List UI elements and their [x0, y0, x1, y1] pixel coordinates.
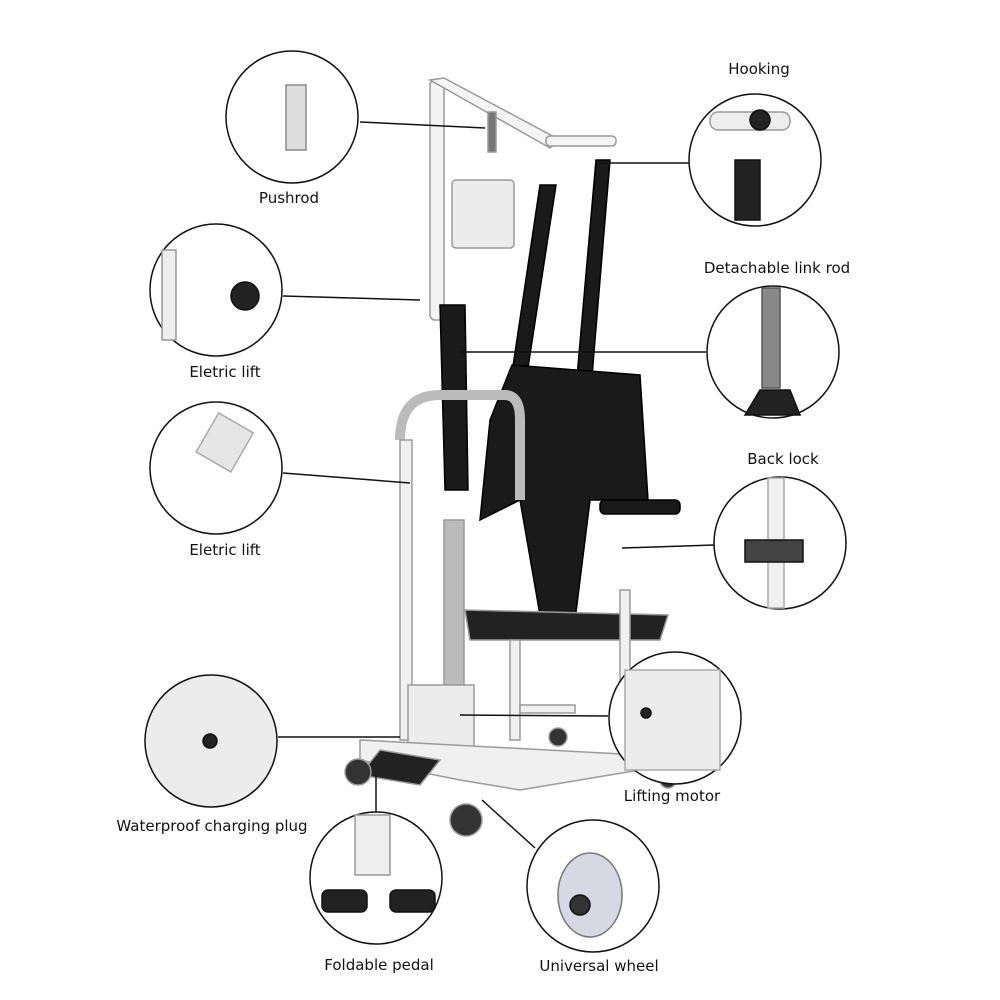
leader-line-universal-wheel [481, 799, 536, 849]
callout-label-charging-plug: Waterproof charging plug [116, 817, 308, 835]
leader-lines [278, 121, 715, 849]
callout-label-foldable-pedal: Foldable pedal [324, 956, 434, 974]
callout-label-link-rod: Detachable link rod [703, 259, 851, 277]
leader-line-eletric-lift-2 [282, 472, 411, 484]
detail-circle-lifting-motor [608, 651, 742, 785]
leader-line-eletric-lift-1 [282, 295, 421, 301]
detail-circle-back-lock [713, 476, 847, 610]
detail-circle-charging-plug [144, 674, 278, 808]
callout-label-eletric-lift-1: Eletric lift [189, 363, 261, 381]
leader-line-back-lock [621, 544, 715, 549]
callout-label-hooking: Hooking [728, 60, 790, 78]
callout-label-back-lock: Back lock [747, 450, 819, 468]
detail-circle-hooking [688, 93, 822, 227]
leader-line-pushrod [359, 121, 486, 129]
leader-line-lifting-motor [459, 714, 609, 717]
detail-circle-universal-wheel [526, 819, 660, 953]
detail-circle-link-rod [706, 285, 840, 419]
callout-label-lifting-motor: Lifting motor [623, 787, 721, 805]
detail-circle-pushrod [225, 50, 359, 184]
callout-label-eletric-lift-2: Eletric lift [189, 541, 261, 559]
detail-circle-eletric-lift-2 [149, 401, 283, 535]
detail-circle-eletric-lift-1 [149, 223, 283, 357]
callout-label-universal-wheel: Universal wheel [539, 957, 659, 975]
detail-circle-foldable-pedal [309, 811, 443, 945]
callout-label-pushrod: Pushrod [258, 189, 320, 207]
